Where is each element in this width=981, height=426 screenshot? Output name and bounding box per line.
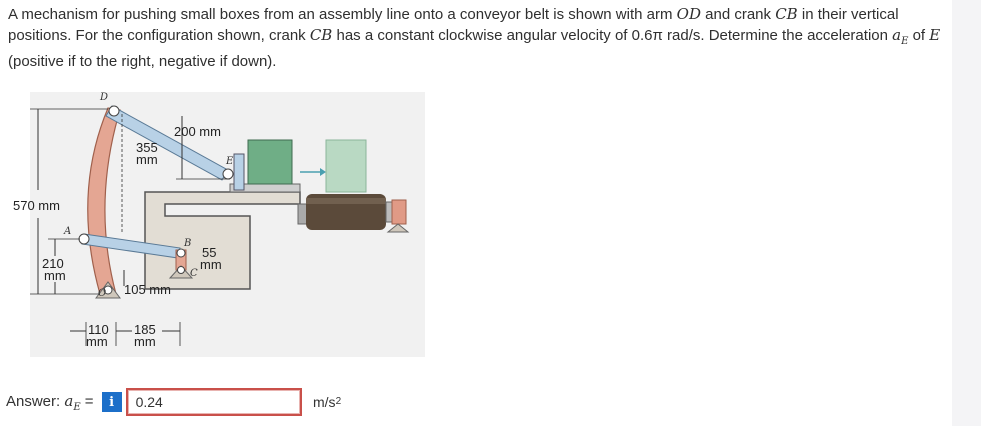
answer-row: Answer: aE = i 0.24 (6, 388, 302, 416)
label-e: E (225, 156, 234, 167)
dim-105: 105 mm (124, 282, 171, 297)
dim-570: 570 mm (13, 198, 60, 213)
info-icon[interactable]: i (101, 392, 122, 412)
dim-185-a: 185 (134, 322, 156, 337)
label-d: D (99, 92, 108, 103)
problem-statement: A mechanism for pushing small boxes from… (8, 5, 941, 70)
answer-label: Answer: aE = (6, 391, 94, 413)
mechanism-diagram: 570 mm 210 mm 355 mm 200 mm 55 mm 105 mm… (13, 92, 425, 357)
answer-input[interactable]: 0.24 (125, 388, 302, 416)
dim-55-a: 55 (202, 245, 216, 260)
box-light (325, 139, 367, 193)
label-c: C (190, 268, 198, 279)
box-green (247, 139, 293, 185)
right-scroll-strip (952, 0, 981, 426)
dim-55-b: mm (200, 257, 222, 272)
link-de (105, 105, 229, 181)
dim-355-a: 355 (136, 140, 158, 155)
label-a: A (63, 226, 71, 237)
dim-110-b: mm (86, 334, 108, 349)
dim-200: 200 mm (174, 124, 221, 139)
dim-210-b: mm (44, 268, 66, 283)
dim-185-b: mm (134, 334, 156, 349)
dim-110-a: 110 (88, 322, 109, 337)
dim-355-b: mm (136, 152, 158, 167)
dim-210-a: 210 (42, 256, 64, 271)
mechanism-figure: 570 mm 210 mm 355 mm 200 mm 55 mm 105 mm… (0, 84, 430, 359)
label-b: B (183, 238, 191, 249)
label-o: O (98, 288, 106, 299)
